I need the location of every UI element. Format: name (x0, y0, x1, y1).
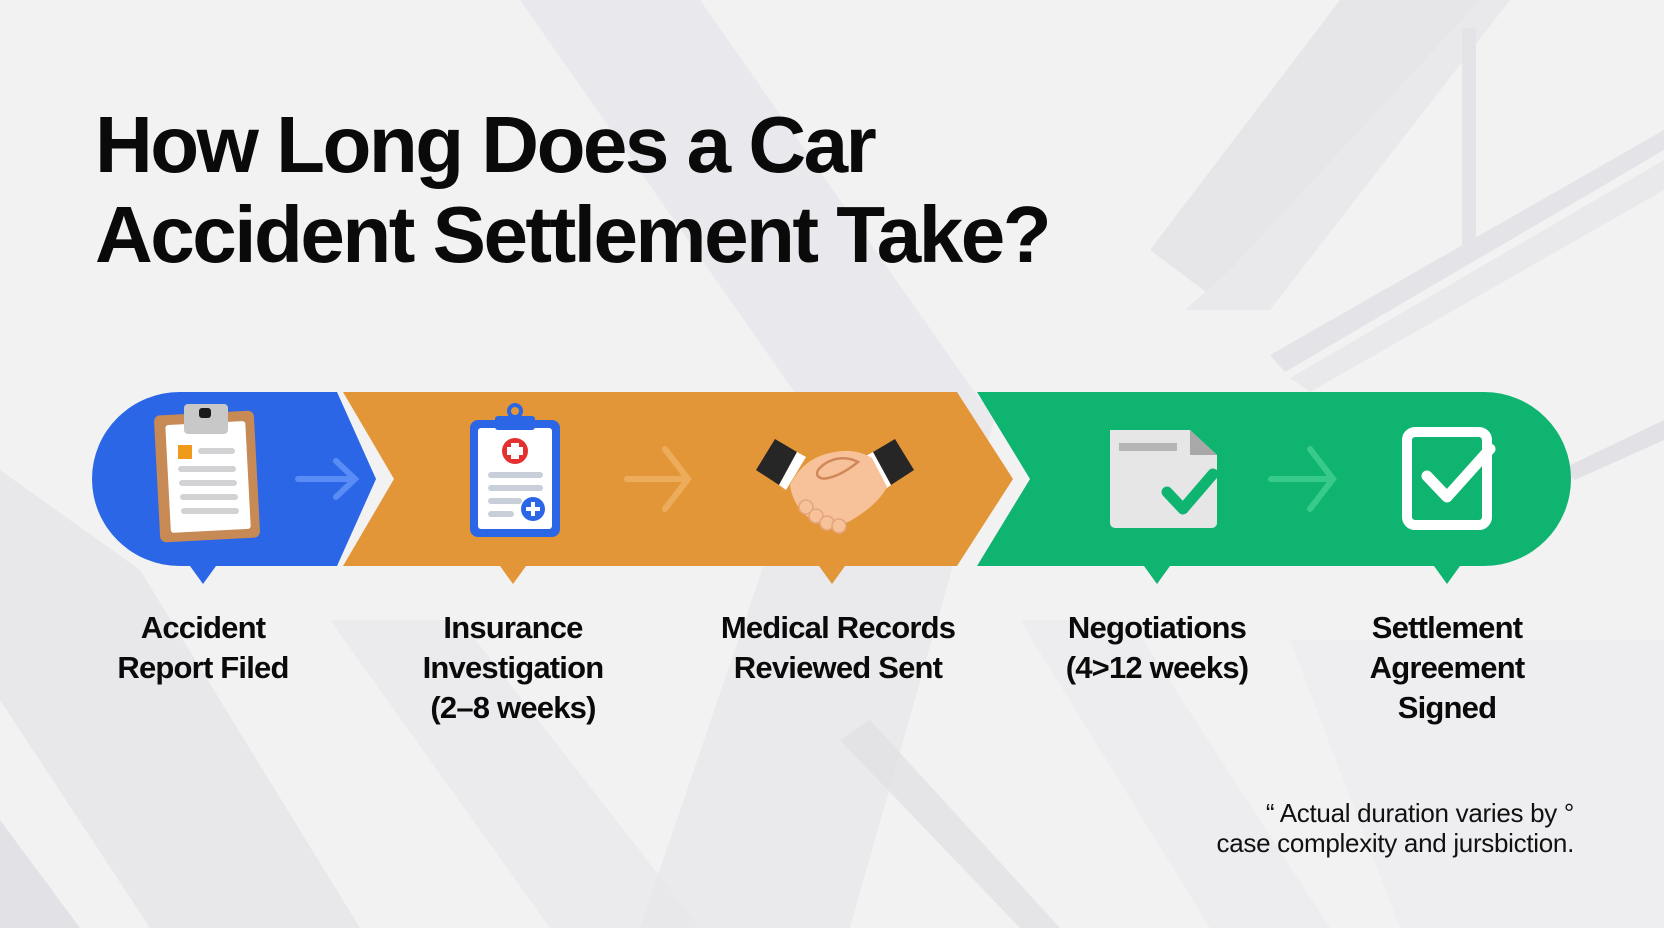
pointer-1 (190, 566, 216, 584)
title-line-1: How Long Does a Car (95, 100, 877, 189)
handshake-icon (756, 439, 914, 534)
arrow-right-icon (1268, 446, 1337, 512)
page-title: How Long Does a Car Accident Settlement … (95, 100, 1052, 280)
pointer-4 (1144, 566, 1170, 584)
title-line-2: Accident Settlement Take? (95, 190, 1052, 279)
clipboard-report-icon (154, 404, 260, 543)
pointer-2 (500, 566, 526, 584)
step-label-insurance-investigation: Insurance Investigation (2–8 weeks) (422, 610, 605, 725)
document-check-icon (1110, 430, 1219, 528)
step-label-accident-report: Accident Report Filed (117, 610, 289, 685)
checkbox-check-icon (1402, 427, 1496, 530)
step-label-settlement-signed: Settlement Agreement Signed (1369, 610, 1526, 725)
pointer-5 (1434, 566, 1460, 584)
step-label-medical-records: Medical Records Reviewed Sent (720, 610, 956, 685)
arrow-right-icon (624, 446, 692, 512)
pointer-3 (819, 566, 845, 584)
footnote: “ Actual duration varies by ° case compl… (1216, 798, 1575, 858)
footnote-line-1: “ Actual duration varies by ° (1265, 798, 1574, 828)
medical-clipboard-icon (470, 403, 560, 537)
footnote-line-2: case complexity and jursbiction. (1216, 828, 1575, 858)
step-label-negotiations: Negotiations (4>12 weeks) (1065, 610, 1249, 685)
arrow-right-icon (295, 458, 360, 500)
